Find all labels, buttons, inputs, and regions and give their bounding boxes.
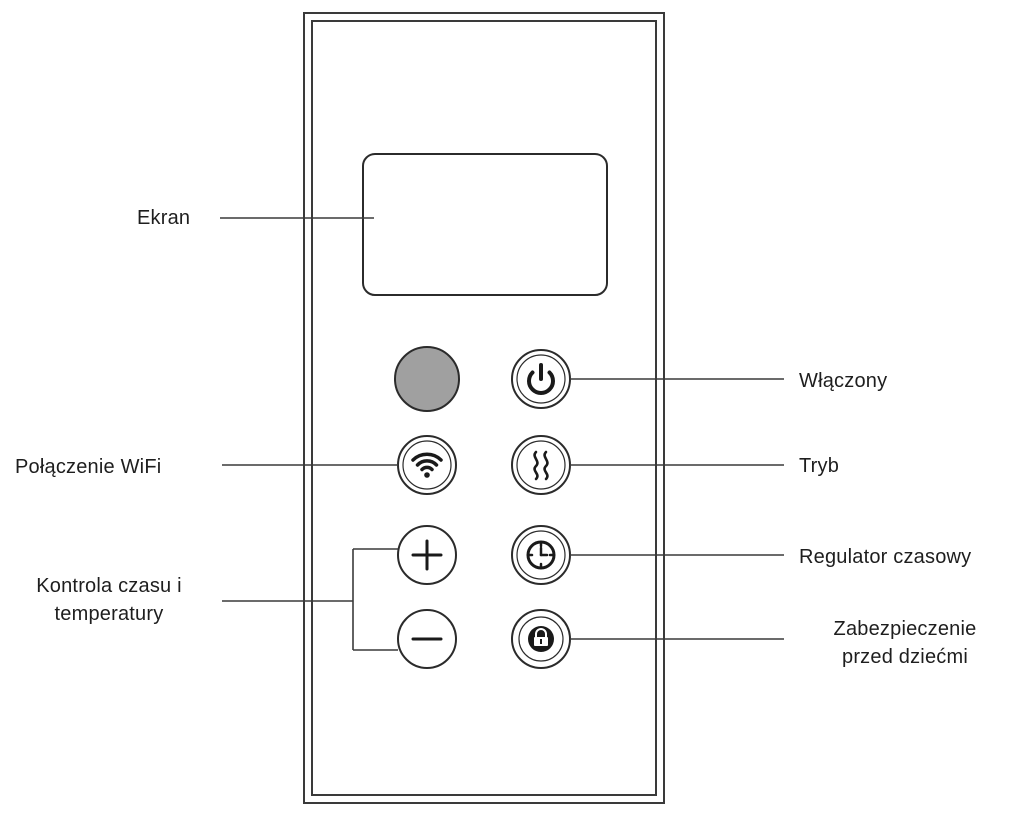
plus-icon xyxy=(411,539,443,571)
clock-icon xyxy=(526,540,556,570)
wifi-icon xyxy=(411,452,443,478)
power-label: Włączony xyxy=(799,370,888,392)
indicator-light xyxy=(394,346,460,412)
panel-inner-frame xyxy=(311,20,657,796)
timer-button[interactable] xyxy=(511,525,571,585)
child-lock-label: Zabezpieczenie przed dziećmi xyxy=(833,618,977,668)
mode-button[interactable] xyxy=(511,435,571,495)
wifi-label: Połączenie WiFi xyxy=(15,456,162,478)
lock-icon xyxy=(528,626,554,652)
time-temp-bracket xyxy=(222,548,398,651)
panel-outer-frame xyxy=(303,12,665,804)
plus-button[interactable] xyxy=(397,525,457,585)
heat-waves-icon xyxy=(533,450,549,481)
power-icon xyxy=(527,363,555,395)
screen-label: Ekran xyxy=(137,207,191,229)
wifi-button[interactable] xyxy=(397,435,457,495)
time-temp-label: Kontrola czasu i temperatury xyxy=(36,575,182,625)
child-lock-button[interactable] xyxy=(511,609,571,669)
timer-label: Regulator czasowy xyxy=(799,546,972,568)
screen-display xyxy=(362,153,608,296)
power-button[interactable] xyxy=(511,349,571,409)
mode-label: Tryb xyxy=(799,455,840,477)
minus-button[interactable] xyxy=(397,609,457,669)
